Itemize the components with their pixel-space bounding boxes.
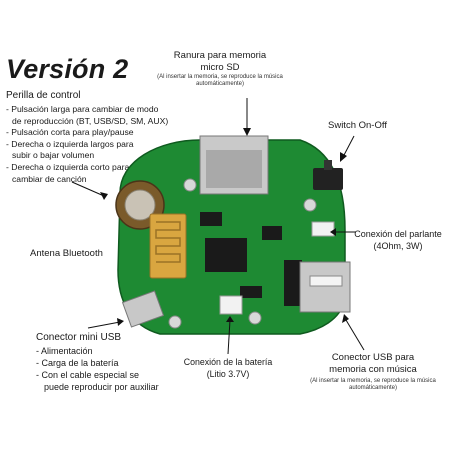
mini-usb-list: - Alimentación - Carga de la batería - C… [36,345,186,393]
antenna-trace [155,221,181,263]
usb-block: Conector USB para memoria con música (Al… [300,352,446,392]
mount-hole [183,178,197,192]
perilla-item: cambiar de canción [12,173,87,184]
mini-usb-block: Conector mini USB - Alimentación - Carga… [36,332,186,393]
mini-usb-connector [121,290,165,328]
arrow-switch [342,135,355,158]
small-chip [240,286,262,298]
switch-lever [324,160,332,170]
perilla-item: - Derecha o izquierda corto para [6,161,130,172]
pin-header [284,260,302,306]
arrow-usb-head [342,314,349,323]
perilla-block: Perilla de control - Pulsación larga par… [6,90,181,185]
bateria-line2: (Litio 3.7V) [206,369,250,379]
arrow-switch-head [340,152,347,162]
switch-label: Switch On-Off [328,120,387,131]
arrow-bateria-head [226,316,234,322]
usb-a-connector [299,261,351,313]
perilla-item: subir o bajar volumen [12,150,95,161]
arrow-mini-usb-head [117,318,124,326]
knob-cap [124,189,156,221]
usb-line2: memoria con música [329,364,417,375]
perilla-list: - Pulsación larga para cambiar de modo d… [6,104,181,185]
bateria-line1: Conexión de la batería [183,357,273,367]
main-chip [205,238,247,272]
perilla-heading: Perilla de control [6,90,81,101]
arrow-perilla [71,181,105,197]
arrow-bateria [227,319,231,355]
diagram-title: Versión 2 [6,54,129,84]
mount-hole [248,311,262,325]
mini-usb-item: - Alimentación [36,346,93,356]
usb-line1: Conector USB para [331,352,415,363]
parlante-block: Conexión del parlante (4Ohm, 3W) [348,228,448,252]
mini-usb-heading: Conector mini USB [36,332,122,343]
ranura-line2: micro SD [200,62,240,73]
mount-hole [168,315,182,329]
mini-usb-item: - Con el cable especial se [36,370,140,380]
mini-usb-item: - Carga de la batería [36,358,119,368]
bateria-block: Conexión de la batería (Litio 3.7V) [168,356,288,380]
parlante-line2: (4Ohm, 3W) [373,241,423,251]
ranura-note1: (Al insertar la memoria, se reproduce la… [157,74,283,80]
arrow-mini-usb [87,321,121,329]
mini-usb-item: puede reproducir por auxiliar [44,382,159,392]
switch-body [313,168,343,190]
sd-slot-inner [206,150,262,188]
usb-note2: automáticamente) [348,385,398,391]
perilla-item: - Pulsación larga para cambiar de modo [6,104,159,114]
arrow-parlante-head [330,228,336,236]
parlante-line1: Conexión del parlante [354,229,442,239]
ranura-line1: Ranura para memoria [173,50,267,61]
speaker-header [311,221,335,237]
arrow-usb [345,319,365,351]
arrow-perilla-head [100,192,108,200]
arrow-ranura-head [243,128,251,136]
ranura-block: Ranura para memoria micro SD (Al inserta… [150,50,290,88]
perilla-item: - Derecha o izquierda largos para [6,138,134,149]
ranura-note2: automáticamente) [195,81,245,87]
small-chip [200,212,222,226]
perilla-item: - Pulsación corta para play/pause [6,127,134,138]
usb-a-tongue [309,275,343,287]
antena-label: Antena Bluetooth [30,248,103,259]
usb-note1: (Al insertar la memoria, se reproduce la… [310,378,436,384]
perilla-item: de reproducción (BT, USB/SD, SM, AUX) [12,115,169,126]
mount-hole [303,198,317,212]
battery-header [219,295,243,315]
small-chip [262,226,282,240]
